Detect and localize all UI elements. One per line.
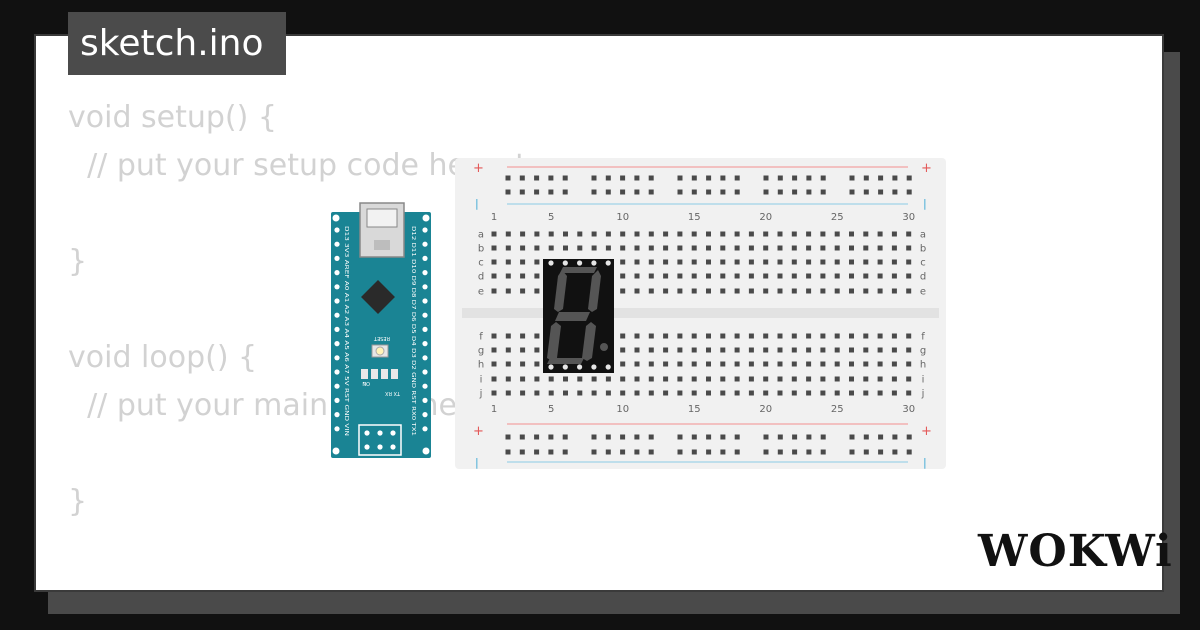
rail-plus-bottom-right: + — [921, 424, 932, 439]
column-number: 25 — [831, 212, 844, 223]
rx-label: RX — [385, 390, 392, 396]
reset-label: RESET — [373, 335, 390, 341]
row-letter: d — [478, 272, 484, 283]
code-line: } — [68, 484, 88, 519]
breadboard-holes — [491, 175, 912, 455]
column-number: 1 — [491, 404, 497, 415]
column-number: 30 — [902, 404, 915, 415]
row-letter: g — [478, 346, 484, 357]
seven-segment-display[interactable] — [543, 259, 614, 373]
column-number: 5 — [548, 212, 554, 223]
row-letter: c — [920, 258, 926, 269]
status-leds — [361, 369, 398, 379]
rail-plus-top-right: + — [921, 161, 932, 176]
wokwi-logo: WOKWi — [978, 526, 1173, 577]
code-line: void setup() { — [68, 100, 277, 135]
column-number: 10 — [616, 404, 629, 415]
rail-minus-top-left: | — [475, 197, 479, 210]
column-number: 25 — [831, 404, 844, 415]
row-letter: d — [920, 272, 926, 283]
arduino-nano[interactable]: RESET ON L TX RX D13 3V3 AREF A0 A1 A2 A… — [331, 202, 431, 458]
row-letter: f — [479, 332, 483, 343]
row-letter: h — [478, 360, 484, 371]
row-letter: j — [479, 389, 483, 400]
column-number: 10 — [616, 212, 629, 223]
on-label: ON — [362, 380, 370, 386]
row-letter: a — [478, 230, 484, 241]
row-letter: i — [480, 375, 483, 386]
column-number: 5 — [548, 404, 554, 415]
row-letter: g — [920, 346, 926, 357]
rail-minus-top-right: | — [923, 197, 927, 210]
row-letter: a — [920, 230, 926, 241]
tx-label: TX — [393, 390, 401, 396]
icsp-header — [364, 430, 396, 450]
breadboard[interactable]: + + | | + + | | 115510101515202025253030… — [455, 158, 946, 469]
segment-digit-icon — [547, 267, 608, 364]
row-letter: h — [920, 360, 926, 371]
column-number: 1 — [491, 212, 497, 223]
column-number: 20 — [759, 404, 772, 415]
row-letter: b — [478, 244, 484, 255]
row-letter: c — [478, 258, 484, 269]
left-pin-labels: D13 3V3 AREF A0 A1 A2 A3 A4 A5 A6 A7 5V … — [343, 226, 349, 436]
row-letter: e — [920, 287, 926, 298]
code-line: } — [68, 244, 88, 279]
file-tab-sketch[interactable]: sketch.ino — [68, 12, 286, 75]
column-number: 30 — [902, 212, 915, 223]
row-letter: e — [478, 287, 484, 298]
rail-plus-top-left: + — [473, 161, 484, 176]
column-number: 15 — [688, 404, 701, 415]
l-label: L — [363, 380, 366, 386]
row-letter: i — [922, 375, 925, 386]
row-letter: j — [921, 389, 925, 400]
row-letter: b — [920, 244, 926, 255]
column-number: 20 — [759, 212, 772, 223]
mcu-chip-icon — [361, 280, 395, 314]
rail-plus-bottom-left: + — [473, 424, 484, 439]
arduino-pin-headers — [334, 227, 428, 432]
row-letter: f — [921, 332, 925, 343]
rail-minus-bottom-left: | — [475, 456, 479, 469]
rail-minus-bottom-right: | — [923, 456, 927, 469]
column-number: 15 — [688, 212, 701, 223]
code-line: void loop() { — [68, 340, 258, 375]
right-pin-labels: D12 D11 D10 D9 D8 D7 D6 D5 D4 D3 D2 GND … — [410, 226, 416, 436]
